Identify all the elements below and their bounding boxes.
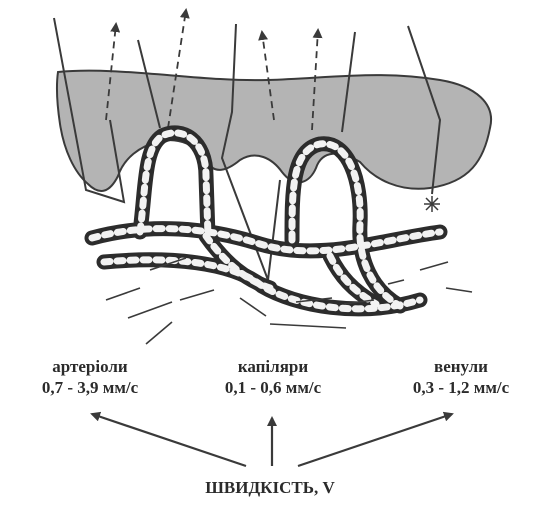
velocity-label: ШВИДКІСТЬ, V	[165, 478, 375, 498]
arterioles-label: артеріоли 0,7 - 3,9 мм/с	[10, 356, 170, 398]
arrow-to-arterioles	[92, 414, 246, 466]
arterioles-name: артеріоли	[10, 356, 170, 377]
arterioles-range: 0,7 - 3,9 мм/с	[10, 377, 170, 398]
capillaries-name: капіляри	[193, 356, 353, 377]
arrow-to-venules	[298, 414, 452, 466]
venules-label: венули 0,3 - 1,2 мм/с	[386, 356, 536, 398]
velocity-arrows	[92, 414, 452, 466]
tissue-band	[57, 71, 491, 191]
capillaries-label: капіляри 0,1 - 0,6 мм/с	[193, 356, 353, 398]
sparkle-icon	[424, 196, 440, 212]
capillaries-range: 0,1 - 0,6 мм/с	[193, 377, 353, 398]
venules-name: венули	[386, 356, 536, 377]
venules-range: 0,3 - 1,2 мм/с	[386, 377, 536, 398]
